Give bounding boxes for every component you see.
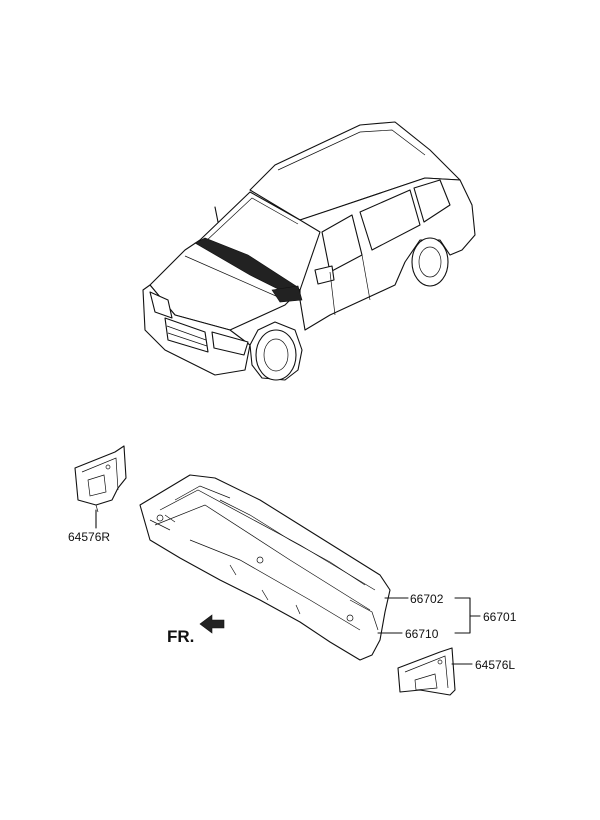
part-label-66701: 66701 — [483, 610, 517, 624]
part-64576L-illustration — [397, 647, 456, 696]
part-label-66710: 66710 — [405, 627, 439, 641]
front-direction-marker: FR. — [167, 614, 225, 646]
part-label-66702: 66702 — [410, 592, 444, 606]
vehicle-illustration — [142, 121, 476, 381]
front-label: FR. — [167, 627, 194, 646]
part-label-64576L: 64576L — [475, 658, 515, 672]
arrow-left-icon — [199, 614, 225, 634]
bracket-66701 — [454, 597, 471, 634]
cowl-top-cover-illustration — [139, 474, 391, 661]
part-label-64576R: 64576R — [68, 530, 110, 544]
part-64576R-illustration — [74, 445, 127, 513]
